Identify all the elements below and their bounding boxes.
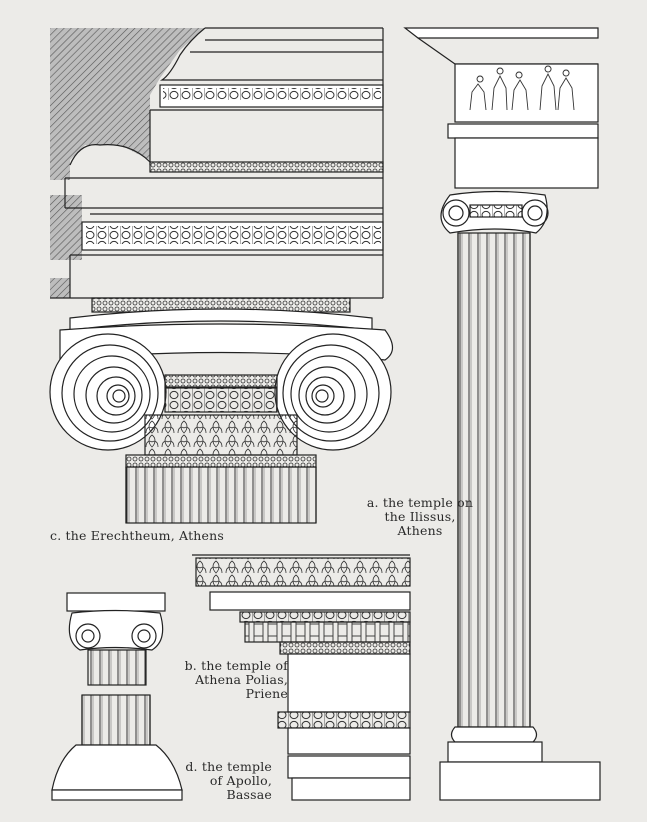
caption-erechtheum-text: c. the Erechtheum, Athens xyxy=(50,528,225,543)
caption-bassae-line3: Bassae xyxy=(226,787,272,802)
left-volute xyxy=(49,333,167,451)
capital-erechtheum xyxy=(49,297,394,524)
caption-bassae-line2: of Apollo, xyxy=(209,773,272,788)
caption-priene-line2: Athena Polias, xyxy=(195,672,288,687)
entablature-priene xyxy=(192,554,411,801)
caption-ilissus-line2: the Ilissus, xyxy=(384,509,456,524)
column-ilissus xyxy=(403,27,601,801)
caption-bassae-line1: d. the temple xyxy=(185,759,272,774)
entablature-erechtheum xyxy=(50,27,384,299)
column-bassae xyxy=(51,592,183,801)
caption-bassae: d. the temple of Apollo, Bassae xyxy=(180,760,272,802)
caption-ilissus-line3: Athens xyxy=(397,523,443,538)
caption-priene-line3: Priene xyxy=(245,686,288,701)
caption-priene-line1: b. the temple of xyxy=(184,658,288,673)
caption-ilissus-line1: a. the temple on xyxy=(366,495,474,510)
caption-priene: b. the temple of Athena Polias, Priene xyxy=(180,659,288,701)
caption-erechtheum: c. the Erechtheum, Athens xyxy=(50,529,224,543)
caption-ilissus: a. the temple on the Ilissus, Athens xyxy=(350,496,490,538)
frieze-figures xyxy=(469,65,575,111)
